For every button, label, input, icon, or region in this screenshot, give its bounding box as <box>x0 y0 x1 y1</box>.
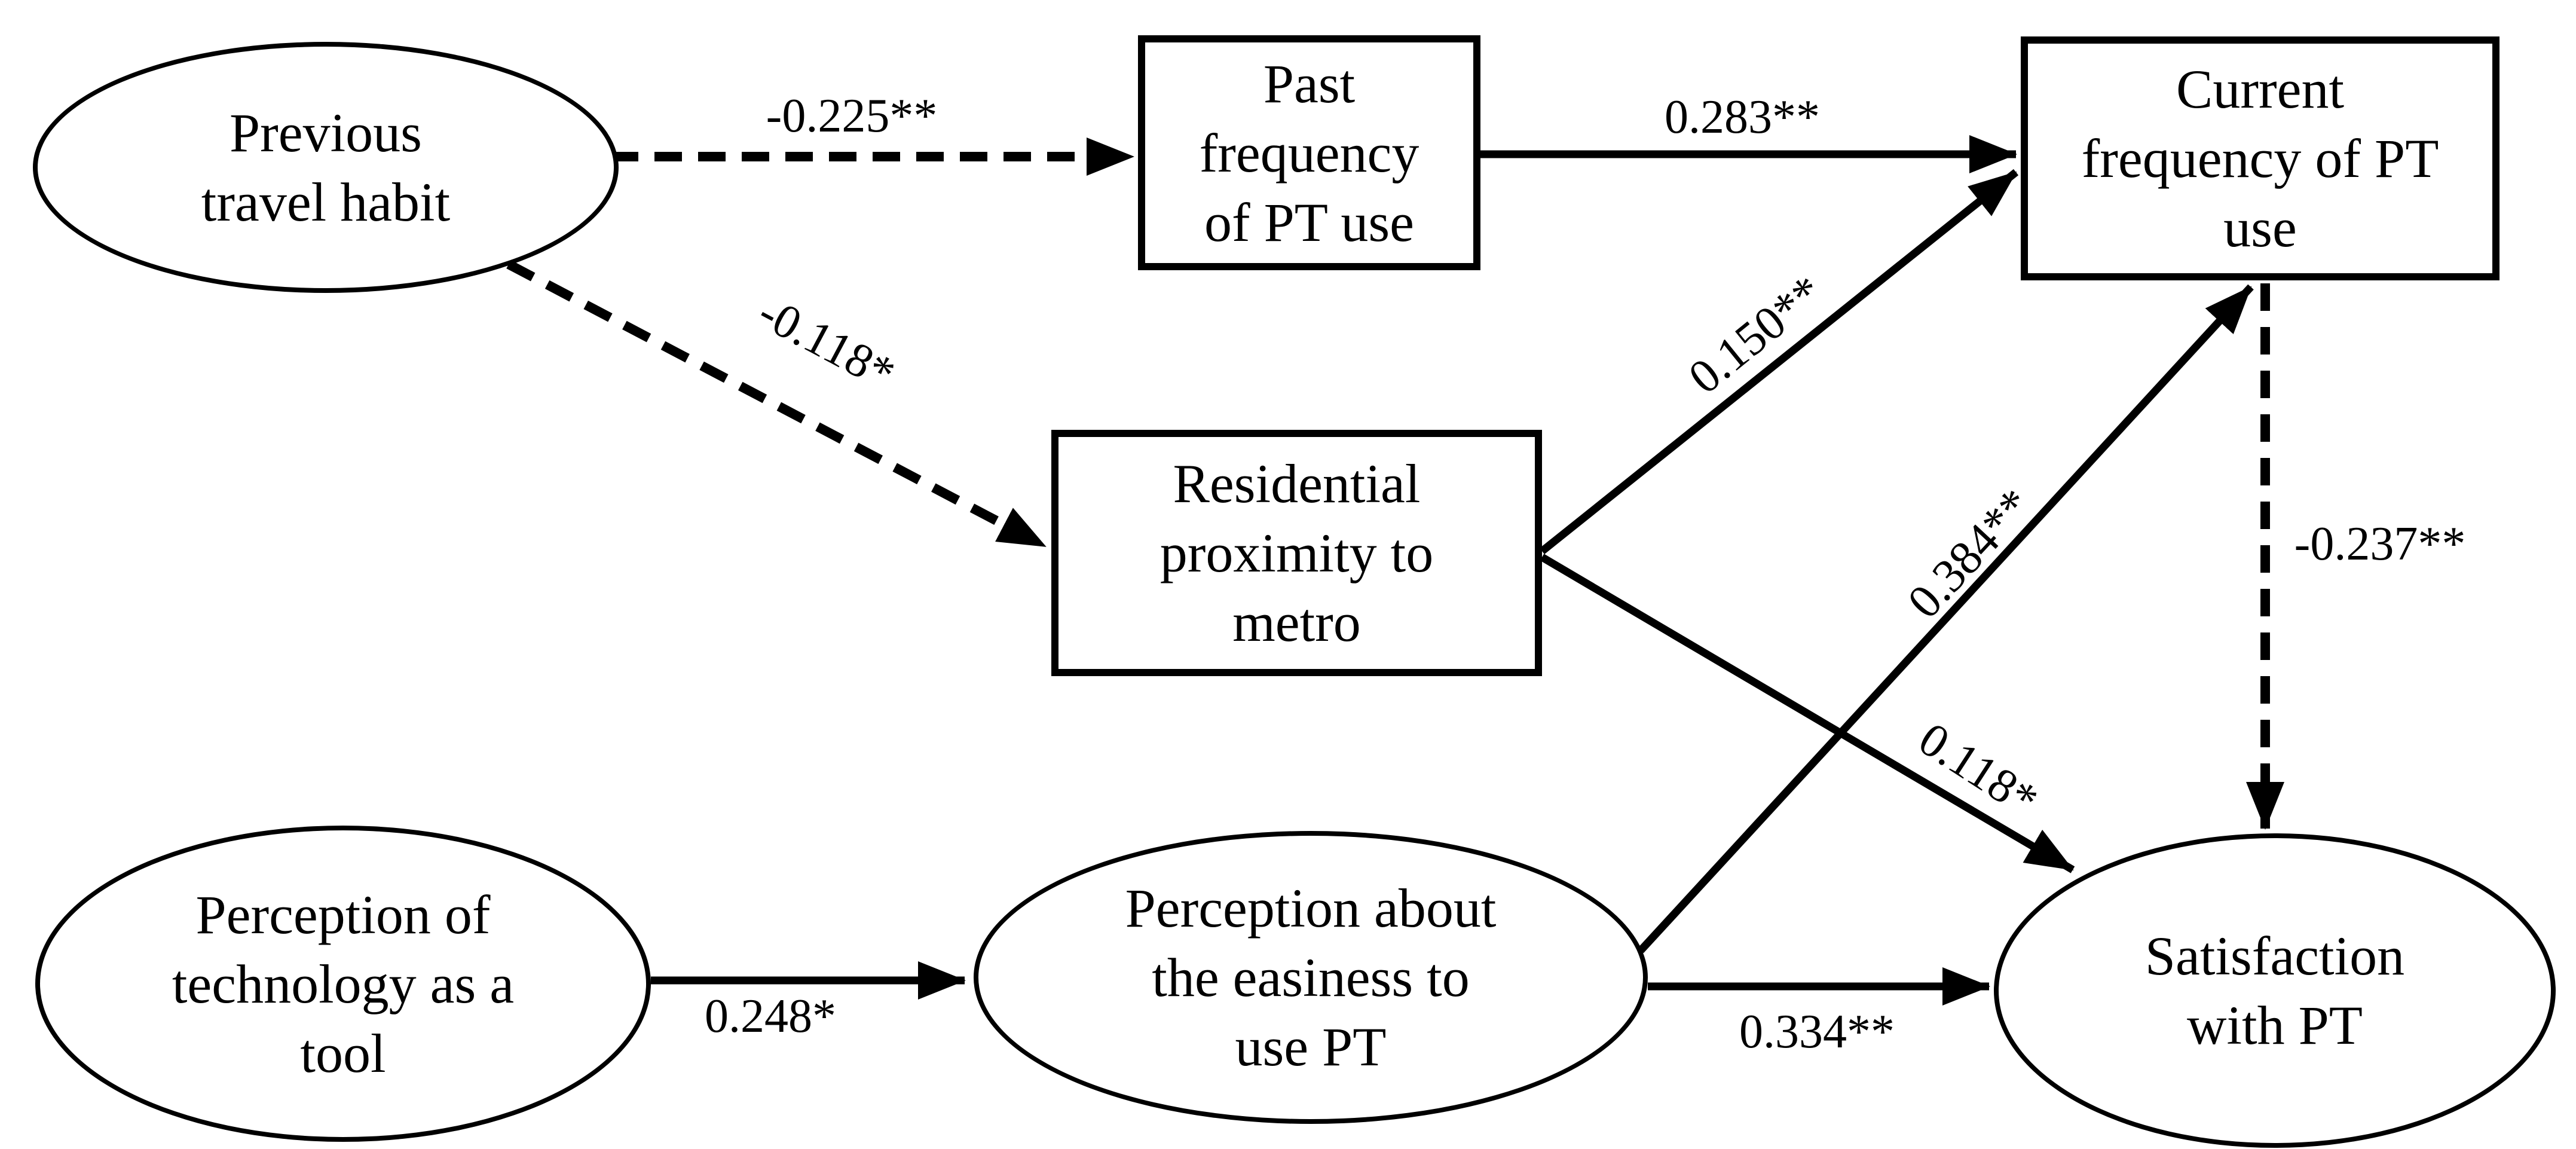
node-residential-proximity-to-metro-label: Residential proximity to metro <box>1159 453 1434 653</box>
node-current-frequency-of-pt-use-label: Current frequency of PT use <box>2081 59 2439 258</box>
coefficient-label-past-frequency-current-frequency: 0.283** <box>1665 91 1820 143</box>
node-current-frequency-of-pt-use: Current frequency of PT use <box>2021 36 2499 280</box>
node-perception-of-technology-as-a-tool-label: Perception of technology as a tool <box>172 884 515 1084</box>
coefficient-label-prev-habit-past-frequency: -0.225** <box>766 90 938 142</box>
coefficient-label-perception-technology-perception-easiness: 0.248* <box>705 990 836 1043</box>
edge-perception-easiness-to-current-frequency <box>1638 284 2254 954</box>
coefficient-label-current-frequency-satisfaction: -0.237** <box>2294 518 2466 570</box>
node-perception-of-technology-as-a-tool: Perception of technology as a tool <box>35 826 651 1142</box>
node-previous-travel-habit-label: Previous travel habit <box>201 102 451 233</box>
edge-previous-travel-habit-to-residential-proximity <box>506 259 1048 551</box>
edge-residential-proximity-to-satisfaction <box>1540 554 2075 873</box>
node-past-frequency-of-pt-use-label: Past frequency of PT use <box>1199 53 1419 253</box>
node-perception-about-the-easiness-to-use-pt-label: Perception about the easiness to use PT <box>1125 878 1497 1077</box>
node-satisfaction-with-pt: Satisfaction with PT <box>1994 833 2556 1148</box>
node-past-frequency-of-pt-use: Past frequency of PT use <box>1138 35 1480 270</box>
edge-residential-proximity-to-current-frequency <box>1539 169 2019 555</box>
coefficient-label-perception-easiness-satisfaction: 0.334** <box>1739 1006 1895 1058</box>
node-previous-travel-habit: Previous travel habit <box>33 42 619 293</box>
node-perception-about-the-easiness-to-use-pt: Perception about the easiness to use PT <box>974 831 1648 1124</box>
node-satisfaction-with-pt-label: Satisfaction with PT <box>2144 925 2405 1056</box>
node-residential-proximity-to-metro: Residential proximity to metro <box>1051 430 1542 676</box>
